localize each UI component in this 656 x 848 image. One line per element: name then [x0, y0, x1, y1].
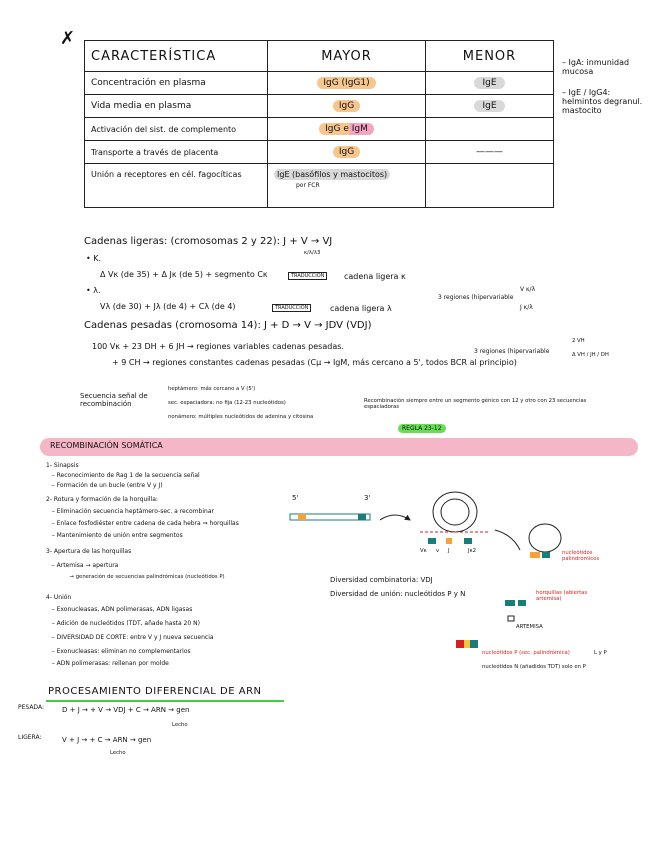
kappa-translation-box: TRADUCCIÓN: [288, 272, 327, 280]
senal-right: Recombinación siempre entre un segmento …: [364, 398, 614, 410]
somatic-step: – Formación de un bucle (entre V y J): [46, 482, 163, 489]
bottom-note-n: nucleótidos N (añadidos TDT) solo en P: [482, 664, 586, 670]
kappa-label: • K.: [86, 254, 101, 263]
table-cell: Activación del sist. de complemento: [85, 118, 268, 141]
somatic-step: – Enlace fosfodiéster entre cadena de ca…: [46, 520, 239, 527]
diagram-label: Jκ2: [468, 548, 476, 554]
table-cell: IgG (IgG1): [317, 77, 375, 89]
somatic-step: – DIVERSIDAD DE CORTE: entre V y J nueva…: [46, 634, 214, 641]
hairpin-icon: [529, 524, 561, 558]
pesada-label: PESADA:: [18, 704, 44, 711]
bottom-note-lp: L y P: [594, 650, 607, 656]
diagram-3prime: 3': [364, 494, 370, 502]
joined-segment-icon: [456, 640, 478, 648]
arn-underline: [46, 700, 284, 702]
table-cell: ———: [426, 141, 554, 164]
diagram-label: J: [448, 548, 450, 554]
somatic-step: – Exonucleasas: eliminan no complementar…: [46, 648, 191, 655]
red-note-palindromic: nucleótidos palindrómicos: [562, 550, 622, 562]
somatic-step: – Reconocimiento de Rag 1 de la secuenci…: [46, 472, 200, 479]
table-cell: IgE: [474, 77, 504, 89]
table-row: Activación del sist. de complemento IgG …: [85, 118, 554, 141]
ligera-label: LIGERA:: [18, 734, 42, 741]
table-row: Unión a receptores en cél. fagocíticas I…: [85, 164, 554, 208]
heavy-regions: 3 regiones (hipervariable: [474, 348, 549, 355]
regions-left: 3 regiones (hipervariable: [438, 294, 513, 301]
pesada-line: D + J → + V → VDJ + C → ARN → gen: [62, 706, 189, 714]
kappa-result: cadena ligera κ: [344, 272, 406, 281]
lambda-result: cadena ligera λ: [330, 304, 392, 313]
lambda-line: Vλ (de 30) + Jλ (de 4) + Cλ (de 4): [100, 302, 236, 311]
table-cell-sub: por FCR: [296, 182, 320, 189]
table-cell: IgG: [333, 146, 360, 158]
table-cell: IgE (basófilos y mastocitos): [274, 169, 390, 180]
arn-title: PROCESAMIENTO DIFERENCIAL DE ARN: [48, 686, 262, 697]
loop-icon: [420, 492, 490, 544]
heavy-line-2: + 9 CH → regiones constantes cadenas pes…: [112, 358, 517, 367]
somatic-step: – Artemisa → apertura: [46, 562, 118, 569]
table-cell: [426, 118, 554, 141]
table-cell: [426, 164, 554, 208]
light-chain-subtitle: κ/λ/λ3: [304, 250, 320, 256]
senal-left: Secuencia señal de recombinación: [80, 392, 158, 408]
table-header: MENOR: [426, 41, 554, 72]
table-cell: IgE: [474, 100, 504, 112]
diagram-5prime: 5': [292, 494, 298, 502]
somatic-step: – Mantenimiento de unión entre segmentos: [46, 532, 183, 539]
heavy-regions-top: 2 VH: [572, 338, 585, 344]
corner-mark: ✗: [60, 28, 75, 49]
rule-badge: REGLA 23-12: [398, 424, 446, 433]
somatic-step: 2- Rotura y formación de la horquilla:: [46, 496, 158, 503]
table-row: Concentración en plasma IgG (IgG1) IgE: [85, 72, 554, 95]
heavy-regions-bottom: Δ VH / JH / DH: [572, 352, 609, 358]
senal-item: sec. espaciadora: no fija (12-23 nucleót…: [168, 400, 286, 406]
diagram-label: Vκ: [420, 548, 427, 554]
artemisa-label: ARTEMISA: [516, 624, 543, 630]
side-note: – IgE / IgG4: helmintos degranul. mastoc…: [562, 88, 652, 115]
somatic-step: – Eliminación secuencia heptámero-sec. a…: [46, 508, 214, 515]
somatic-step: → generación de secuencias palindrómicas…: [46, 574, 225, 580]
table-cell: IgG: [333, 100, 360, 112]
somatic-step: 3- Apertura de las horquillas: [46, 548, 131, 555]
somatic-title: RECOMBINACIÓN SOMÁTICA: [50, 441, 163, 450]
table-header-row: CARACTERÍSTICA MAYOR MENOR: [85, 41, 554, 72]
somatic-step: – Exonucleasas, ADN polimerasas, ADN lig…: [46, 606, 192, 613]
heavy-chain-title: Cadenas pesadas (cromosoma 14): J + D → …: [84, 320, 371, 331]
ligera-sub: Lecho: [110, 750, 126, 756]
senal-item: heptámero: más cercano a V (5'): [168, 386, 255, 392]
table-header: CARACTERÍSTICA: [85, 41, 268, 72]
table-row: Transporte a través de placenta IgG ———: [85, 141, 554, 164]
bottom-red-note: nucleótidos P (sec. palindrómica): [482, 650, 570, 656]
regions-v: V κ/λ: [520, 286, 535, 293]
table-cell: IgG e IgM: [319, 123, 374, 135]
regions-j: J κ/λ: [520, 304, 533, 311]
artemisa-icon: [505, 600, 526, 621]
diagram-label: ν: [436, 548, 439, 554]
kappa-line: Δ Vκ (de 35) + Δ Jκ (de 5) + segmento Cκ: [100, 270, 268, 279]
comparison-table: CARACTERÍSTICA MAYOR MENOR Concentración…: [84, 40, 554, 208]
pesada-sub: Lecho: [172, 722, 188, 728]
table-header: MAYOR: [268, 41, 426, 72]
somatic-step: – Adición de nucleótidos (TDT, añade has…: [46, 620, 200, 627]
dna-strand-icon: [290, 514, 370, 520]
table-cell: Concentración en plasma: [85, 72, 268, 95]
table-cell: Vida media en plasma: [85, 95, 268, 118]
somatic-step: – ADN polimerasas: rellenan por molde: [46, 660, 169, 667]
table-row: Vida media en plasma IgG IgE: [85, 95, 554, 118]
somatic-step: 1- Sinapsis: [46, 462, 79, 469]
red-note-hairpins: horquillas (abiertas artemisa): [536, 590, 596, 602]
lambda-translation-box: TRADUCCIÓN: [272, 304, 311, 312]
heavy-line-1: 100 Vκ + 23 DH + 6 JH → regiones variabl…: [92, 342, 344, 351]
ligera-line: V + J → + C → ARN → gen: [62, 736, 151, 744]
senal-item: nonámero: múltiples nucleótidos de adeni…: [168, 414, 313, 420]
side-note: – IgA: inmunidad mucosa: [562, 58, 652, 76]
table-cell: Unión a receptores en cél. fagocíticas: [85, 164, 268, 208]
light-chain-title: Cadenas ligeras: (cromosomas 2 y 22): J …: [84, 236, 332, 247]
table-cell: Transporte a través de placenta: [85, 141, 268, 164]
somatic-step: 4- Unión: [46, 594, 71, 601]
lambda-label: • λ.: [86, 286, 101, 295]
